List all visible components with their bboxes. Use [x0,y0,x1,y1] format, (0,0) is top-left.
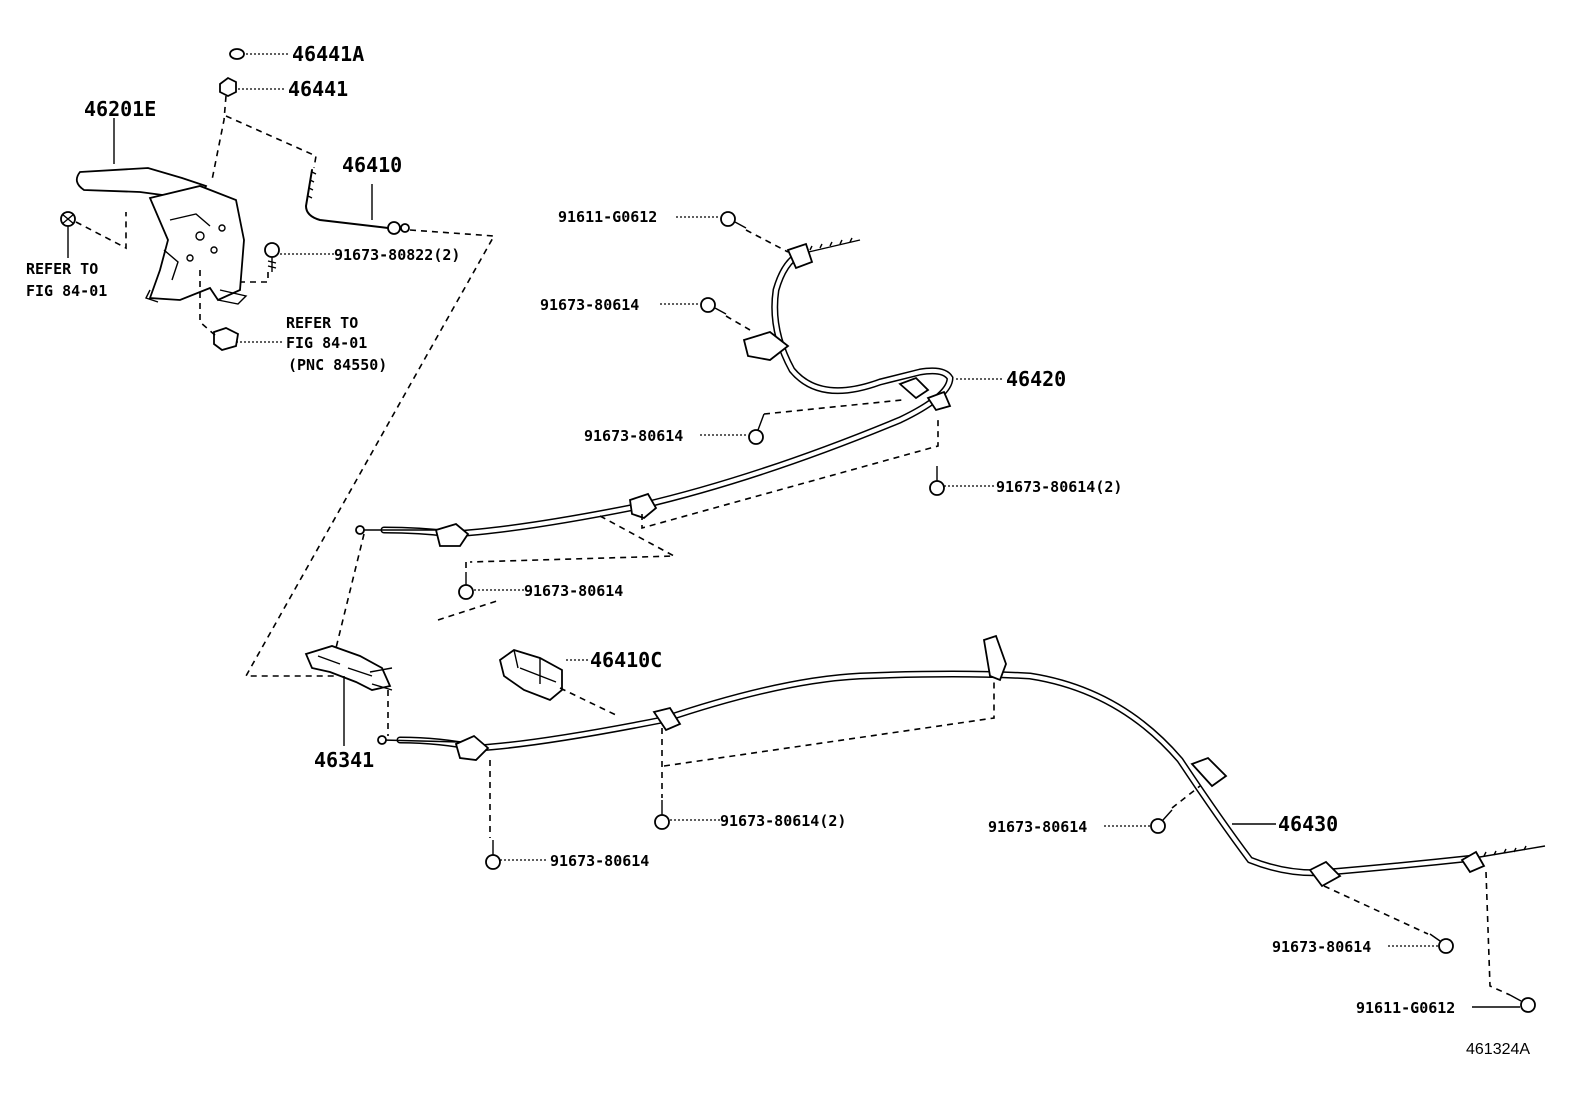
label-91611-g0612-bottom: 91611-G0612 [1356,999,1455,1017]
nut-46441a [229,48,245,60]
bolt-91673-80614-e [654,800,670,830]
label-46430: 46430 [1278,812,1338,836]
bolt-91673-80614-g [1150,809,1173,834]
rear-cable-46430 [377,634,1546,888]
bolt-91673-80822 [264,242,280,272]
label-refer-2-fig: FIG 84-01 [286,334,367,352]
label-91673-80614-g: 91673-80614 [988,818,1087,836]
label-91673-80614-c: 91673-80614(2) [996,478,1122,496]
label-46201e: 46201E [84,97,156,121]
label-91673-80614-h: 91673-80614 [1272,938,1371,956]
equalizer-46341 [304,645,393,691]
bolt-91673-80614-c [929,466,945,496]
label-91673-80614-a: 91673-80614 [540,296,639,314]
parking-brake-lever-assembly [75,167,248,305]
label-91673-80614-e: 91673-80614(2) [720,812,846,830]
bolt-91673-80614-b [748,413,765,445]
label-46420: 46420 [1006,367,1066,391]
label-46410: 46410 [342,153,402,177]
front-cable-46410 [305,169,410,235]
leader-lines [67,53,1520,1008]
label-refer-2-pnc: (PNC 84550) [288,356,387,374]
bolt-91673-80614-d [458,572,474,600]
bolt-91611-g0612-bottom [1509,994,1536,1013]
label-91611-g0612-top: 91611-G0612 [558,208,657,226]
label-91673-80822: 91673-80822(2) [334,246,460,264]
bolt-91673-80614-h [1429,933,1454,954]
clip-pnc-84550 [213,327,239,351]
label-46441a: 46441A [292,42,364,66]
callout-labels: 46441A 46441 46201E 46410 REFER TO FIG 8… [26,42,1530,1058]
rear-cable-46420 [355,237,954,547]
nut-46441 [219,76,237,98]
figure-code: 461324A [1466,1041,1530,1058]
label-refer-1: REFER TO [26,260,98,278]
label-refer-1-fig: FIG 84-01 [26,282,107,300]
label-91673-80614-b: 91673-80614 [584,427,683,445]
label-46441: 46441 [288,77,348,101]
bolt-refer-fig-84-01 [60,211,76,227]
assembly-lines [75,95,1511,996]
bolt-91673-80614-a [700,297,727,315]
bolt-91673-80614-f [485,840,501,870]
label-46341: 46341 [314,748,374,772]
label-91673-80614-d: 91673-80614 [524,582,623,600]
label-46410c: 46410C [590,648,662,672]
label-91673-80614-f: 91673-80614 [550,852,649,870]
label-refer-2: REFER TO [286,314,358,332]
adjuster-46410c [498,649,563,702]
bolt-91611-g0612-top [720,211,747,229]
